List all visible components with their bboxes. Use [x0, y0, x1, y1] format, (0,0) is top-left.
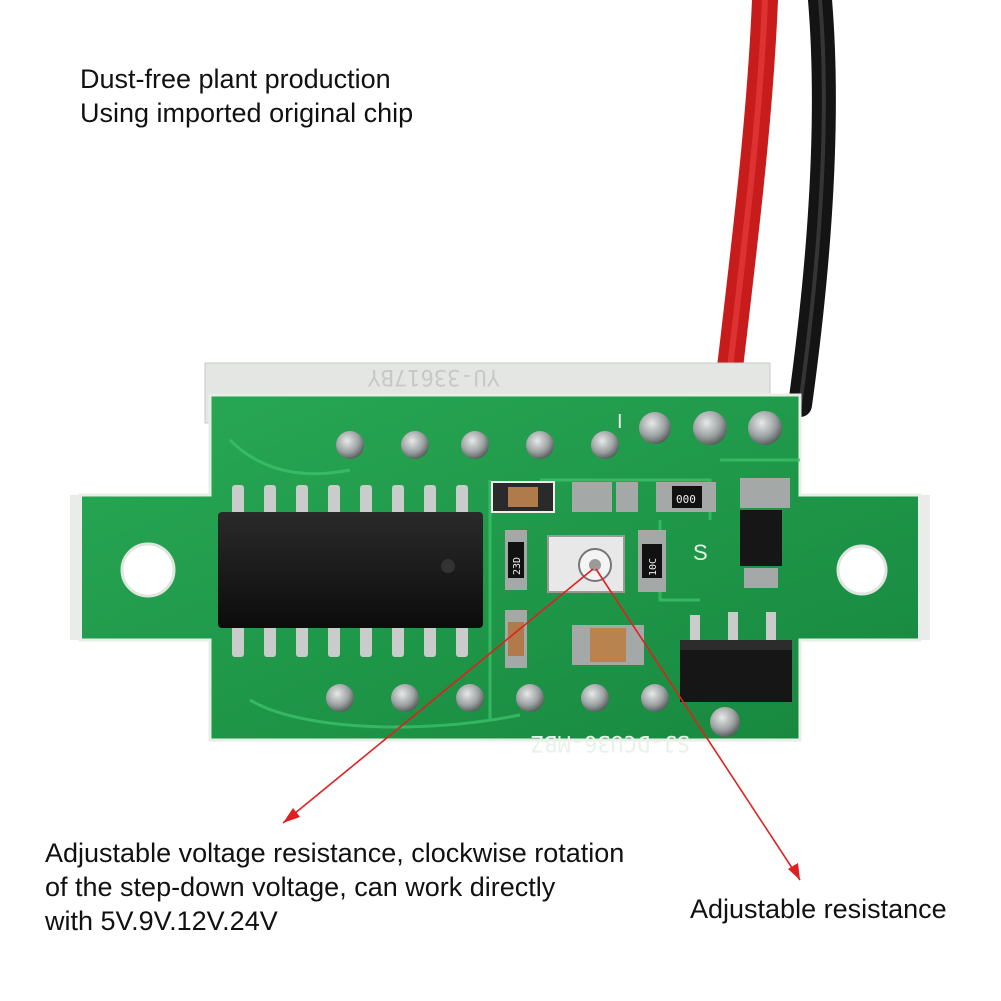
silk-s: S — [693, 540, 708, 565]
smd-components: 000 23D 10C — [491, 478, 790, 668]
mounting-hole-right — [836, 544, 888, 596]
caption-left-line-3: with 5V.9V.12V.24V — [45, 906, 278, 936]
pointer-lines — [282, 568, 801, 881]
header-pads-bottom — [326, 684, 740, 737]
ic-chip — [218, 485, 483, 657]
svg-text:000: 000 — [676, 493, 696, 506]
connector-block — [680, 612, 792, 702]
caption-left-line-2: of the step-down voltage, can work direc… — [45, 872, 556, 902]
caption-adjustable-resistance: Adjustable resistance — [690, 892, 947, 926]
svg-text:10C: 10C — [648, 558, 659, 576]
caption-top: Dust-free plant production Using importe… — [80, 62, 413, 130]
caption-top-line-1: Dust-free plant production — [80, 64, 391, 94]
bottom-label: SJ-DCU36-MBZ — [531, 730, 690, 755]
caption-left-line-1: Adjustable voltage resistance, clockwise… — [45, 838, 625, 868]
svg-text:23D: 23D — [512, 557, 523, 575]
header-pads-top — [336, 411, 782, 459]
pcb-board — [78, 393, 922, 742]
caption-top-line-2: Using imported original chip — [80, 98, 414, 128]
caption-right-line: Adjustable resistance — [690, 894, 947, 924]
silk-i: I — [617, 411, 623, 433]
mounting-hole-left — [120, 542, 176, 598]
caption-voltage-resistance: Adjustable voltage resistance, clockwise… — [45, 836, 624, 938]
potentiometer — [547, 535, 625, 593]
top-label: YU-33617BY — [368, 364, 500, 389]
